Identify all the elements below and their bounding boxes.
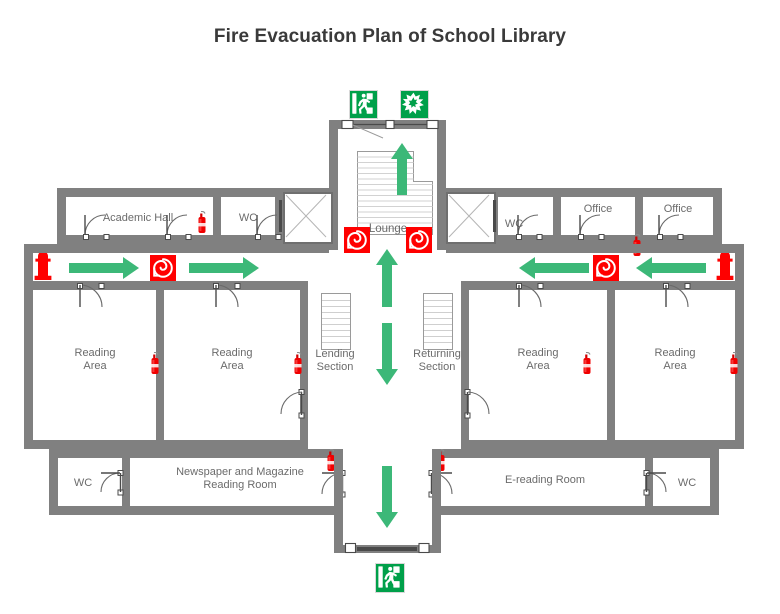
wall-lounge-right [437,120,446,250]
fire-extinguisher-icon-reading-2 [292,351,305,381]
wall-exit-corridor-right [432,449,441,545]
wall-corridor-outer-left [24,244,33,449]
evacuation-direction-arrow-centre-down-1 [376,323,398,385]
door-main-exit [344,542,433,557]
elevator-right [446,192,496,244]
wall-readingleft-bottom [24,440,308,449]
wall-corridor-bottom-right [461,281,744,290]
wall-divider-wc-newspaper [122,449,130,515]
door-reading-area-2 [213,283,249,311]
door-lounge-entry [341,119,441,140]
wall-readingright-divider [607,281,615,449]
wall-readingleft-divider [156,281,164,449]
break-glass-emergency-icon [400,90,429,119]
evacuation-direction-arrow-left-2 [189,257,259,279]
door-academic-hall-1 [83,213,117,240]
wall-bottom-right-top [432,449,719,458]
wall-topright-outer-right [713,188,722,244]
elevator-left [283,192,333,244]
elevator-right-door [493,200,496,232]
wall-corridor-outer-right [735,244,744,449]
room-wc-bottom-left [58,458,122,506]
wall-bottom-right-outer [710,449,719,515]
wall-lounge-left [329,120,338,250]
door-reading-area-4 [663,283,699,311]
page-title: Fire Evacuation Plan of School Library [213,26,567,47]
room-newspaper [130,458,343,506]
evacuation-direction-arrow-centre-down-2 [376,466,398,528]
emergency-exit-icon-top [349,90,378,119]
room-label-lending-section: Lending Section [315,348,355,373]
wall-readingleft-right [300,281,308,449]
wall-topleft-outer-left [57,188,66,244]
room-reading-area-2 [164,290,300,440]
door-office-1 [578,213,612,240]
evacuation-direction-arrow-centre-up [376,249,398,307]
lending-section-shelf [321,293,351,350]
wall-topleft-outer-top [57,188,329,197]
door-reading-area-3 [516,283,552,311]
room-office-1 [561,197,635,235]
evacuation-direction-arrow-right-1 [519,257,589,279]
door-reading-area-3-south [455,389,490,421]
returning-section-shelf [423,293,453,350]
fire-alarm-spiral-icon-lounge-right [406,227,432,253]
fire-alarm-spiral-icon-left [150,255,176,281]
fire-extinguisher-icon-newspaper [325,448,338,478]
wall-corridor-bottom-left [24,281,308,290]
wall-bottom-left-top [49,449,343,458]
wall-topleft-bottom [57,235,329,244]
evacuation-direction-arrow-lounge [391,143,413,195]
room-wc-top-right [498,197,553,235]
room-ereading [441,458,645,506]
wall-divider-ereading-wc [645,449,653,515]
evacuation-direction-arrow-right-2 [636,257,706,279]
door-academic-hall-2 [165,213,199,240]
fire-extinguisher-icon-reading-3 [581,351,594,381]
fire-extinguisher-icon-academic-hall [196,210,209,240]
wall-divider-office1-office2 [635,188,643,244]
wall-exit-corridor-left [334,449,343,545]
wall-readingright-left [461,281,469,449]
room-reading-area-4 [615,290,735,440]
room-wc-bottom-right [653,458,710,506]
door-wc-top-right [516,213,550,240]
door-reading-area-2-south [280,389,314,421]
fire-hydrant-icon-right [712,251,738,286]
fire-extinguisher-icon-reading-4 [728,351,741,381]
wall-divider-academic-wc [213,188,221,244]
emergency-exit-icon-bottom [375,563,405,593]
wall-bottom-left-bottom [49,506,343,515]
room-reading-area-1 [33,290,156,440]
fire-alarm-spiral-icon-lounge-left [344,227,370,253]
door-wc-top-left [255,213,289,240]
fire-alarm-spiral-icon-right [593,255,619,281]
fire-hydrant-icon-left [30,251,56,286]
elevator-left-door [279,200,282,232]
wall-corridor-top-right [446,244,744,253]
room-office-2 [643,197,713,235]
room-wc-top-left [221,197,275,235]
door-wc-bottom-right [640,470,680,504]
wall-topright-outer-top [446,188,722,197]
wall-readingright-bottom [461,440,744,449]
wall-divider-wc-office1 [553,188,561,244]
door-wc-bottom-left [88,470,128,504]
door-reading-area-1 [77,283,113,311]
evacuation-direction-arrow-left-1 [69,257,139,279]
room-academic-hall [66,197,213,235]
wall-corridor-top-left [24,244,329,253]
wall-bottom-left-outer [49,449,58,515]
door-office-2 [657,213,691,240]
wall-bottom-right-bottom [432,506,719,515]
fire-extinguisher-icon-reading-1 [149,351,162,381]
